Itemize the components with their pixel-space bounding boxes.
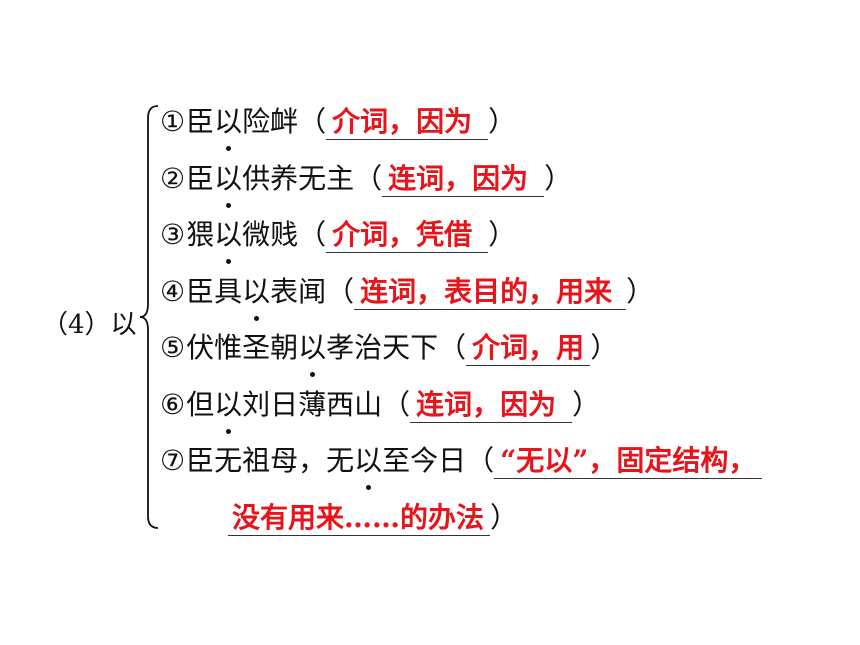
answer-text: 介词，用 <box>466 331 591 366</box>
answer-text: 连词，表目的，用来 <box>354 275 627 310</box>
sentence-after: 险衅 <box>242 105 299 138</box>
item-number: ④ <box>160 275 186 308</box>
open-paren: （ <box>354 162 383 195</box>
key-char-dotted: 以 <box>242 272 270 321</box>
item-number: ⑤ <box>160 331 186 364</box>
key-char-dotted: 以 <box>214 159 242 208</box>
open-paren: （ <box>382 388 411 421</box>
sentence-before: 臣具 <box>186 275 243 308</box>
sentence-after: 微贱 <box>242 218 299 251</box>
sentence-before: 臣 <box>186 105 215 138</box>
close-paren: ） <box>488 105 517 138</box>
answer-text: 介词，凭借 <box>326 218 489 253</box>
open-paren: （ <box>298 218 327 251</box>
list-item: ⑥但以刘日薄西山（连词，因为） <box>160 385 601 434</box>
answer-text: 没有用来……的办法 <box>228 501 491 536</box>
list-item: ①臣以险衅（介词，因为） <box>160 102 517 151</box>
close-paren: ） <box>488 218 517 251</box>
list-item-continuation: 没有用来……的办法） <box>228 498 518 538</box>
close-paren: ） <box>544 162 573 195</box>
sentence-before: 臣无祖母，无 <box>186 444 355 477</box>
key-char-dotted: 以 <box>214 385 242 434</box>
answer-text: 连词，因为 <box>410 388 573 423</box>
list-item: ⑦臣无祖母，无以至今日（“无以”，固定结构， <box>160 441 763 490</box>
open-paren: （ <box>298 105 327 138</box>
sentence-before: 猥 <box>186 218 215 251</box>
answer-text: 介词，因为 <box>326 105 489 140</box>
close-paren: ） <box>572 388 601 421</box>
item-number: ② <box>160 162 186 195</box>
answer-text: “无以”，固定结构， <box>494 444 763 479</box>
sentence-after: 表闻 <box>270 275 327 308</box>
list-item: ④臣具以表闻（连词，表目的，用来） <box>160 272 655 321</box>
key-char-dotted: 以 <box>298 328 326 377</box>
key-char-dotted: 以 <box>214 215 242 264</box>
item-number: ⑦ <box>160 444 186 477</box>
item-number: ① <box>160 105 186 138</box>
open-paren: （ <box>438 331 467 364</box>
list-item: ⑤伏惟圣朝以孝治天下（介词，用） <box>160 328 619 377</box>
close-paren: ） <box>590 331 619 364</box>
sentence-after: 供养无主 <box>242 162 355 195</box>
item-number: ③ <box>160 218 186 251</box>
section-label: （4）以 <box>42 310 137 340</box>
sentence-after: 刘日薄西山 <box>242 388 383 421</box>
list-item: ③猥以微贱（介词，凭借） <box>160 215 517 264</box>
sentence-before: 伏惟圣朝 <box>186 331 299 364</box>
open-paren: （ <box>326 275 355 308</box>
sentence-after: 至今日 <box>382 444 467 477</box>
key-char-dotted: 以 <box>214 102 242 151</box>
item-number: ⑥ <box>160 388 186 421</box>
close-paren: ） <box>626 275 655 308</box>
answer-text: 连词，因为 <box>382 162 545 197</box>
left-brace <box>139 105 159 529</box>
sentence-before: 但 <box>186 388 215 421</box>
list-item: ②臣以供养无主（连词，因为） <box>160 159 573 208</box>
open-paren: （ <box>466 444 495 477</box>
close-paren: ） <box>490 501 519 534</box>
key-char-dotted: 以 <box>354 441 382 490</box>
sentence-before: 臣 <box>186 162 215 195</box>
sentence-after: 孝治天下 <box>326 331 439 364</box>
